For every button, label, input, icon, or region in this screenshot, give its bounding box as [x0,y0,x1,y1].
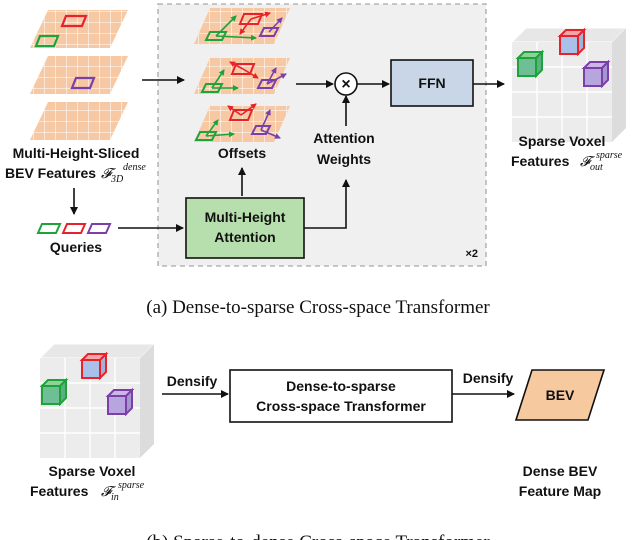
offset-top-red-arrow-2 [239,18,252,35]
bev-features-math-sup: dense [123,162,146,173]
offset-mid-purple-arrow-1 [266,67,277,85]
offset-bot-red-arrow-2 [240,103,257,116]
sparse-out-label-line2: Features [511,153,570,169]
offset-mid-purple-arrow-2 [266,73,287,85]
offset-mid-green-arrow-1 [211,69,225,89]
ffn-label: FFN [418,75,445,91]
offset-bot-red [228,109,254,121]
offset-bot-green-arrow-2 [205,131,235,138]
bev-box-label: BEV [546,387,575,403]
offset-bot-purple-arrow-1 [260,109,271,131]
multiply-symbol: × [341,76,350,93]
offset-mid-green [200,83,224,93]
attention-weights-line1: Attention [313,130,374,146]
bev-query-green [34,34,60,48]
bev-query-red [60,14,88,28]
sparse-in-label-line2: Features [30,483,89,499]
bev-slice-bottom [30,102,128,140]
offset-bot-purple-arrow-2 [260,129,281,139]
offset-bot-green-arrow-1 [205,119,219,137]
sparse-out-label-line1: Sparse Voxel [519,133,606,149]
ffn-box [390,59,474,107]
sparse-voxel-input [38,343,156,458]
sparse-voxel-output [510,27,628,142]
transformer-label-line1: Dense-to-sparse [286,378,396,394]
offset-top-purple-arrow [268,17,283,33]
sparse-in-label-line1: Sparse Voxel [49,463,136,479]
mha-label-line2: Attention [214,229,275,245]
query-red [61,223,87,234]
offset-bot-red-arrow-1 [227,105,242,116]
transformer-label-line2: Cross-space Transformer [256,398,426,414]
sparse-in-math-sup: sparse [118,480,145,491]
bev-slice-stack [30,10,128,140]
sparse-out-math-sup: sparse [596,150,623,161]
densify-right-label: Densify [463,370,514,386]
offset-slice-stack [194,8,290,142]
cross-space-transformer-box [229,369,453,423]
dense-bev-label-line2: Feature Map [519,483,601,499]
arrow-mha-to-weights [304,179,350,229]
offset-mid-red-arrow-2 [242,68,259,79]
offset-mid-red-arrow-1 [229,61,244,70]
offset-bot-green [194,131,218,141]
sparse-out-math-sub: out [590,162,603,173]
mha-label-line1: Multi-Height [205,209,286,225]
offsets-label: Offsets [218,145,266,161]
offset-top-red-arrow-1 [250,11,271,20]
caption-a: (a) Dense-to-sparse Cross-space Transfor… [146,297,490,318]
bev-slice-top [30,10,128,48]
queries-label: Queries [50,239,102,255]
bev-features-label-line1: Multi-Height-Sliced [13,145,140,161]
bev-slice-middle [30,56,128,94]
offset-bot-purple [250,125,272,135]
offset-mid-purple [256,79,278,89]
multi-height-attention-box [185,197,305,259]
dense-bev-label-line1: Dense BEV [523,463,598,479]
bev-features-math-sub: 3D [110,174,124,185]
attention-weights-line2: Weights [317,151,371,167]
caption-b: (b) Sparse-to-dense Cross-space Transfor… [146,532,490,540]
offset-top-red [238,13,264,25]
dense-bev-box [514,369,606,421]
repeat-count-label: ×2 [465,248,478,260]
densify-left-label: Densify [167,373,218,389]
offset-top-green-arrow-2 [215,34,257,41]
offset-top-green-arrow-1 [215,15,237,37]
bev-query-purple [70,76,96,90]
sparse-in-math-sub: in [111,492,119,503]
query-purple [86,223,112,234]
query-green [36,223,62,234]
bev-features-label-line2: BEV Features [5,165,96,181]
